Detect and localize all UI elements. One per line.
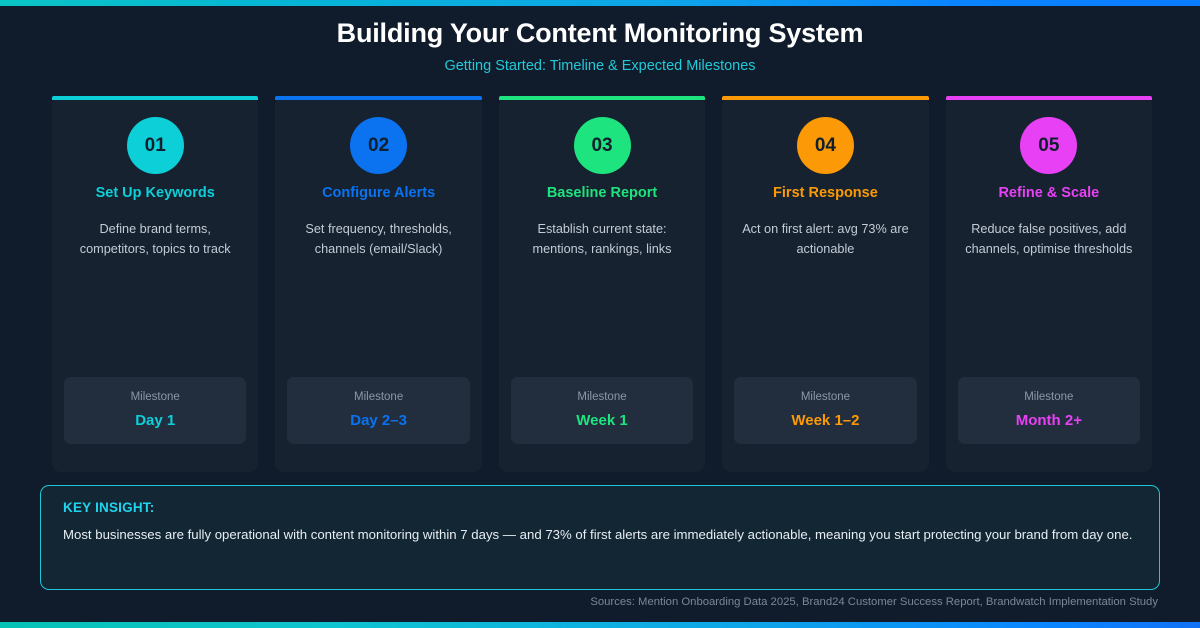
key-insight-label: KEY INSIGHT: (63, 500, 155, 515)
step-description: Define brand terms, competitors, topics … (79, 222, 231, 256)
card-accent-bar (52, 96, 259, 100)
step-description: Set frequency, thresholds, channels (ema… (305, 222, 452, 256)
step-title: First Response (773, 185, 878, 201)
step-description: Reduce false positives, add channels, op… (965, 222, 1133, 256)
milestone-label: Milestone (1024, 391, 1074, 404)
milestone-label: Milestone (130, 391, 180, 404)
step-title: Set Up Keywords (95, 185, 215, 201)
header: Building Your Content Monitoring System … (0, 18, 1200, 74)
milestone-value: Week 1–2 (791, 412, 860, 429)
card-accent-bar (275, 96, 482, 100)
milestone-label: Milestone (577, 391, 627, 404)
step-number-badge: 03 (573, 117, 631, 174)
milestone-value: Day 1 (135, 412, 176, 429)
step-title: Baseline Report (546, 185, 658, 201)
step-title: Refine & Scale (998, 185, 1100, 201)
step-number-badge: 02 (350, 117, 408, 174)
milestone-label: Milestone (800, 391, 851, 404)
key-insight-box: KEY INSIGHT: Most businesses are fully o… (40, 485, 1160, 590)
card-accent-bar (945, 96, 1153, 100)
step-number-badge: 05 (1020, 117, 1078, 174)
bottom-accent-bar (0, 622, 1200, 628)
top-accent-bar (0, 0, 1200, 6)
card-accent-bar (498, 96, 706, 100)
milestone-value: Week 1 (576, 412, 628, 429)
step-description: Establish current state: mentions, ranki… (532, 222, 672, 256)
page-subtitle: Getting Started: Timeline & Expected Mil… (444, 57, 756, 74)
sources-note: Sources: Mention Onboarding Data 2025, B… (590, 596, 1158, 608)
step-title: Configure Alerts (322, 185, 436, 201)
step-number-badge: 01 (126, 117, 184, 174)
key-insight-body: Most businesses are fully operational wi… (63, 527, 1133, 542)
step-number-badge: 04 (796, 117, 854, 174)
milestone-value: Month 2+ (1015, 412, 1082, 429)
page-title: Building Your Content Monitoring System (336, 18, 864, 48)
milestone-value: Day 2–3 (350, 412, 407, 429)
step-description: Act on first alert: avg 73% are actionab… (742, 222, 909, 256)
card-accent-bar (722, 96, 929, 100)
milestone-label: Milestone (354, 391, 404, 404)
